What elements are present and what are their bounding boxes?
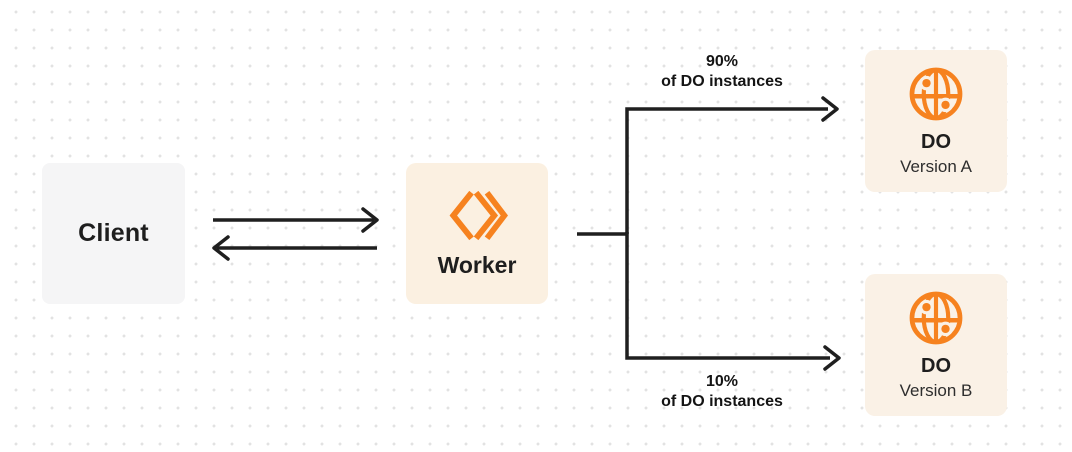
branch-arrow-bottom-shaft	[625, 232, 830, 360]
do-a-subtitle: Version A	[900, 157, 972, 177]
client-node: Client	[42, 163, 185, 304]
worker-label: Worker	[437, 252, 517, 278]
globe-icon	[907, 65, 965, 123]
do-b-title: DO	[921, 355, 951, 378]
do-b-subtitle: Version B	[899, 381, 973, 401]
client-to-worker-arrow	[213, 207, 379, 233]
do-version-b-node: DO Version B	[865, 274, 1007, 416]
top-branch-percent: 90%	[705, 53, 739, 70]
do-version-a-node: DO Version A	[865, 50, 1007, 192]
branch-arrow-top-head	[821, 96, 839, 122]
client-label: Client	[78, 219, 149, 247]
worker-to-client-arrow	[212, 235, 377, 261]
do-a-title: DO	[921, 131, 951, 154]
workers-icon	[446, 188, 508, 243]
branch-arrowheads	[821, 96, 841, 371]
globe-icon	[907, 289, 965, 347]
branch-arrow-bottom-head	[823, 345, 841, 371]
bottom-branch-label: 10% of DO instances	[617, 372, 827, 412]
top-branch-caption: of DO instances	[661, 73, 783, 90]
top-branch-label: 90% of DO instances	[617, 52, 827, 92]
worker-node: Worker	[406, 163, 548, 304]
bottom-branch-percent: 10%	[705, 373, 739, 390]
branch-connector	[577, 107, 830, 360]
branch-arrow-top-shaft	[625, 107, 828, 234]
bottom-branch-caption: of DO instances	[661, 393, 783, 410]
